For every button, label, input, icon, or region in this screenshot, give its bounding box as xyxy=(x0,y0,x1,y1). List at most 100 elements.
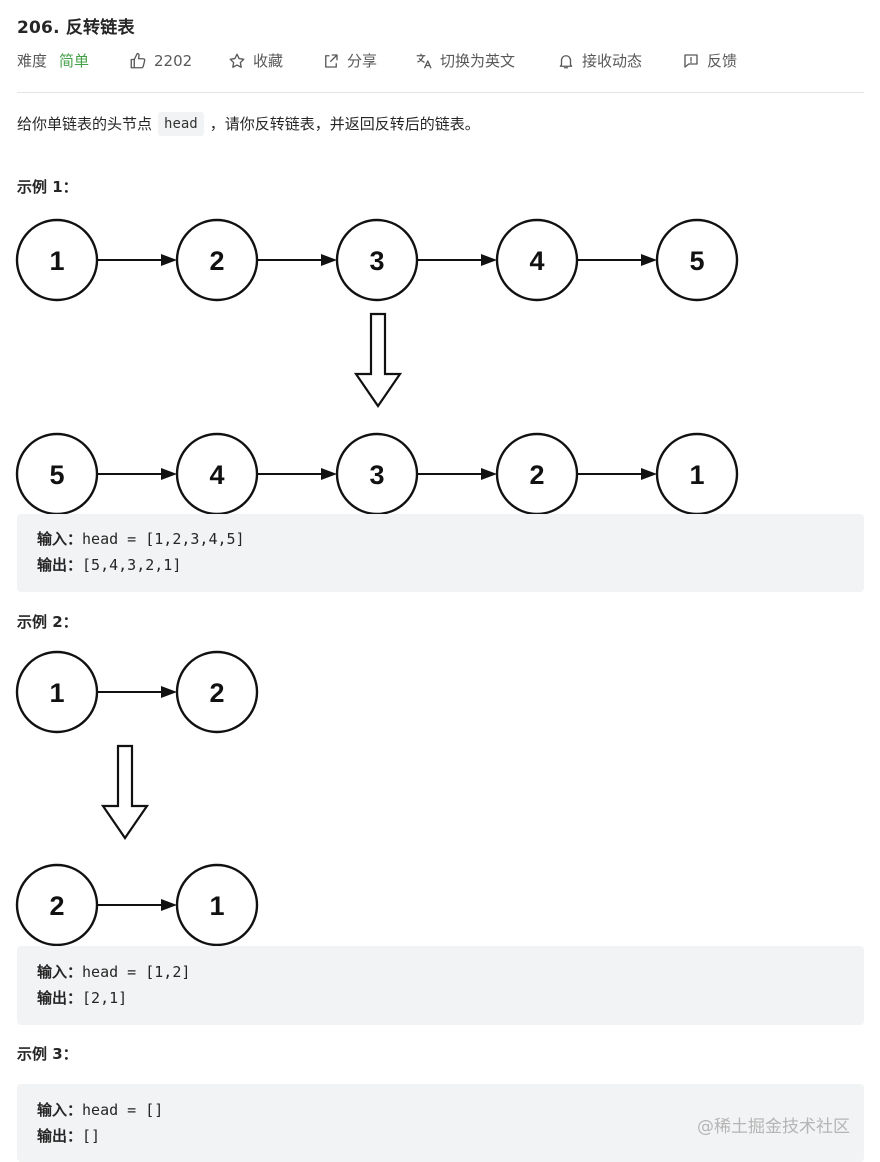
link-arrowhead xyxy=(161,254,177,266)
list-node-circle xyxy=(15,863,99,947)
translate-icon xyxy=(416,53,432,69)
example-1-label: 示例 1： xyxy=(17,178,78,196)
subscribe-label: 接收动态 xyxy=(582,52,643,70)
example-1-output-line: 输出：[5,4,3,2,1] xyxy=(37,552,864,578)
list-node-value: 5 xyxy=(49,460,64,490)
like-count: 2202 xyxy=(154,52,193,70)
example-3-output-value: [] xyxy=(82,1127,101,1145)
thumbs-up-icon xyxy=(130,52,146,69)
list-node-value: 5 xyxy=(689,246,704,276)
list-node-value: 2 xyxy=(529,460,544,490)
watermark: @稀土掘金技术社区 xyxy=(697,1117,850,1137)
list-node: 5 xyxy=(15,432,99,516)
list-node: 1 xyxy=(175,863,259,947)
problem-title: 206. 反转链表 xyxy=(17,18,135,38)
favorite-button[interactable]: 收藏 xyxy=(228,50,283,72)
example-2-input-value: head = [1,2] xyxy=(82,963,191,981)
list-node-circle xyxy=(175,218,259,302)
example-2-io: 输入：head = [1,2] 输出：[2,1] xyxy=(17,946,864,1025)
reverse-arrow-icon xyxy=(100,744,150,840)
difficulty-indicator: 难度 简单 xyxy=(17,50,89,72)
list-node-circle xyxy=(175,863,259,947)
problem-description: 给你单链表的头节点 head ，请你反转链表，并返回反转后的链表。 xyxy=(17,111,480,137)
description-text-end: ，请你反转链表，并返回反转后的链表。 xyxy=(209,115,480,133)
list-node-circle xyxy=(495,218,579,302)
list-node-circle xyxy=(15,218,99,302)
list-node-value: 1 xyxy=(49,678,64,708)
example-3-input-value: head = [] xyxy=(82,1101,164,1119)
list-node-value: 4 xyxy=(529,246,544,276)
list-node-value: 2 xyxy=(209,678,224,708)
link-arrowhead xyxy=(481,254,497,266)
list-node: 2 xyxy=(175,650,259,734)
input-key: 输入： xyxy=(37,530,83,548)
example-3-io: 输入：head = [] 输出：[] xyxy=(17,1084,864,1162)
favorite-label: 收藏 xyxy=(253,52,284,70)
list-node: 5 xyxy=(655,218,739,302)
input-key: 输入： xyxy=(37,963,83,981)
list-node: 1 xyxy=(15,218,99,302)
list-before: 1 2 3 4 5 xyxy=(15,218,739,302)
list-after: 5 4 3 2 1 xyxy=(15,432,739,516)
example-3-label: 示例 3： xyxy=(17,1045,78,1063)
input-key: 输入： xyxy=(37,1101,83,1119)
list-node: 2 xyxy=(15,863,99,947)
example-1-diagram: 1 2 3 4 5 5 4 3 2 1 xyxy=(15,218,739,516)
example-1-input-value: head = [1,2,3,4,5] xyxy=(82,530,245,548)
example-2-output-value: [2,1] xyxy=(82,989,128,1007)
link-arrowhead xyxy=(641,254,657,266)
example-2-output-line: 输出：[2,1] xyxy=(37,985,864,1011)
share-icon xyxy=(325,54,338,68)
problem-toolbar: 难度 简单 2202 收藏 分享 切换为英文 接收动 xyxy=(17,50,867,72)
example-2-input-line: 输入：head = [1,2] xyxy=(37,959,864,985)
list-node: 3 xyxy=(335,432,419,516)
list-node-circle xyxy=(15,650,99,734)
link-arrowhead xyxy=(641,468,657,480)
header-divider xyxy=(17,92,864,93)
feedback-button[interactable]: 反馈 xyxy=(682,50,737,72)
list-node-circle xyxy=(335,218,419,302)
list-node-circle xyxy=(655,218,739,302)
feedback-label: 反馈 xyxy=(707,52,738,70)
link-arrowhead xyxy=(161,468,177,480)
like-button[interactable]: 2202 xyxy=(129,50,192,72)
example-3-output-line: 输出：[] xyxy=(37,1123,864,1149)
subscribe-button[interactable]: 接收动态 xyxy=(557,50,642,72)
link-arrowhead xyxy=(321,468,337,480)
list-node-value: 3 xyxy=(369,460,384,490)
example-3-input-line: 输入：head = [] xyxy=(37,1097,864,1123)
list-node: 1 xyxy=(15,650,99,734)
switch-language-button[interactable]: 切换为英文 xyxy=(415,50,515,72)
share-label: 分享 xyxy=(347,52,378,70)
output-key: 输出： xyxy=(37,989,83,1007)
bell-icon xyxy=(559,55,573,69)
list-node-value: 3 xyxy=(369,246,384,276)
list-node-value: 1 xyxy=(209,891,224,921)
example-1-output-value: [5,4,3,2,1] xyxy=(82,556,182,574)
list-node-value: 1 xyxy=(689,460,704,490)
reverse-arrow-icon xyxy=(353,312,403,408)
star-icon xyxy=(229,53,245,68)
list-node: 3 xyxy=(335,218,419,302)
link-arrowhead xyxy=(161,686,177,698)
example-2-label: 示例 2： xyxy=(17,613,78,631)
list-node-circle xyxy=(175,650,259,734)
list-node-value: 4 xyxy=(209,460,224,490)
output-key: 输出： xyxy=(37,1127,83,1145)
link-arrowhead xyxy=(321,254,337,266)
list-node-value: 2 xyxy=(209,246,224,276)
share-button[interactable]: 分享 xyxy=(322,50,377,72)
link-arrowhead xyxy=(161,899,177,911)
example-1-input-line: 输入：head = [1,2,3,4,5] xyxy=(37,526,864,552)
inline-code-head: head xyxy=(158,112,204,136)
list-node: 2 xyxy=(175,218,259,302)
feedback-icon xyxy=(684,54,698,68)
link-arrowhead xyxy=(481,468,497,480)
example-1-io: 输入：head = [1,2,3,4,5] 输出：[5,4,3,2,1] xyxy=(17,514,864,592)
difficulty-label: 难度 xyxy=(17,52,48,70)
list-node: 4 xyxy=(495,218,579,302)
list-node-value: 2 xyxy=(49,891,64,921)
